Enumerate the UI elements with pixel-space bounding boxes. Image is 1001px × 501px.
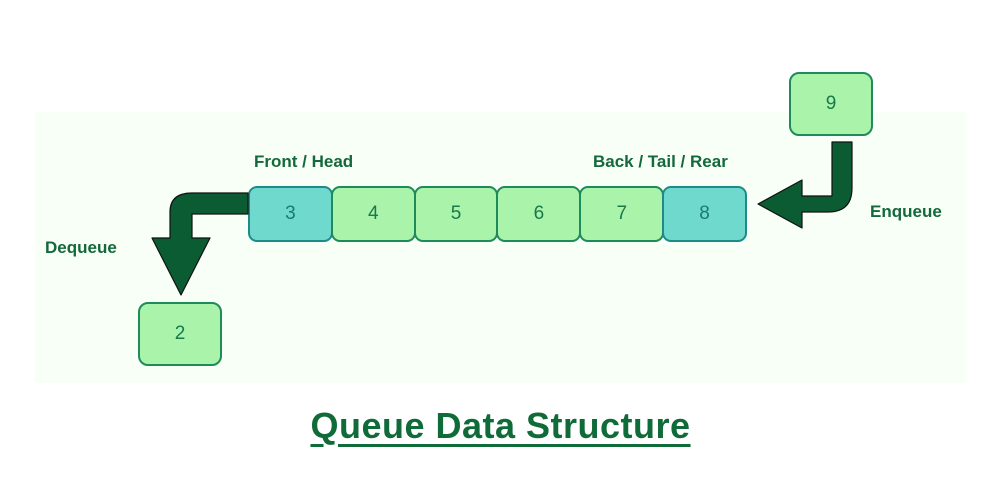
page-title: Queue Data Structure (310, 405, 691, 446)
enqueue-value-box[interactable]: 9 (789, 72, 873, 136)
enqueue-label: Enqueue (870, 202, 942, 221)
queue-container: 3 4 5 6 7 8 (248, 186, 747, 242)
queue-cell-front[interactable]: 3 (248, 186, 333, 242)
dequeue-arrow-icon (151, 192, 249, 296)
queue-cell-back[interactable]: 8 (662, 186, 747, 242)
dequeue-value-box[interactable]: 2 (138, 302, 222, 366)
back-tail-rear-label: Back / Tail / Rear (593, 152, 728, 171)
queue-cell[interactable]: 6 (496, 186, 582, 242)
queue-cell[interactable]: 5 (413, 186, 499, 242)
front-head-label: Front / Head (254, 152, 354, 171)
enqueue-arrow-icon (757, 141, 853, 229)
queue-cell[interactable]: 7 (579, 186, 665, 242)
queue-cell[interactable]: 4 (330, 186, 416, 242)
dequeue-label: Dequeue (45, 238, 117, 257)
